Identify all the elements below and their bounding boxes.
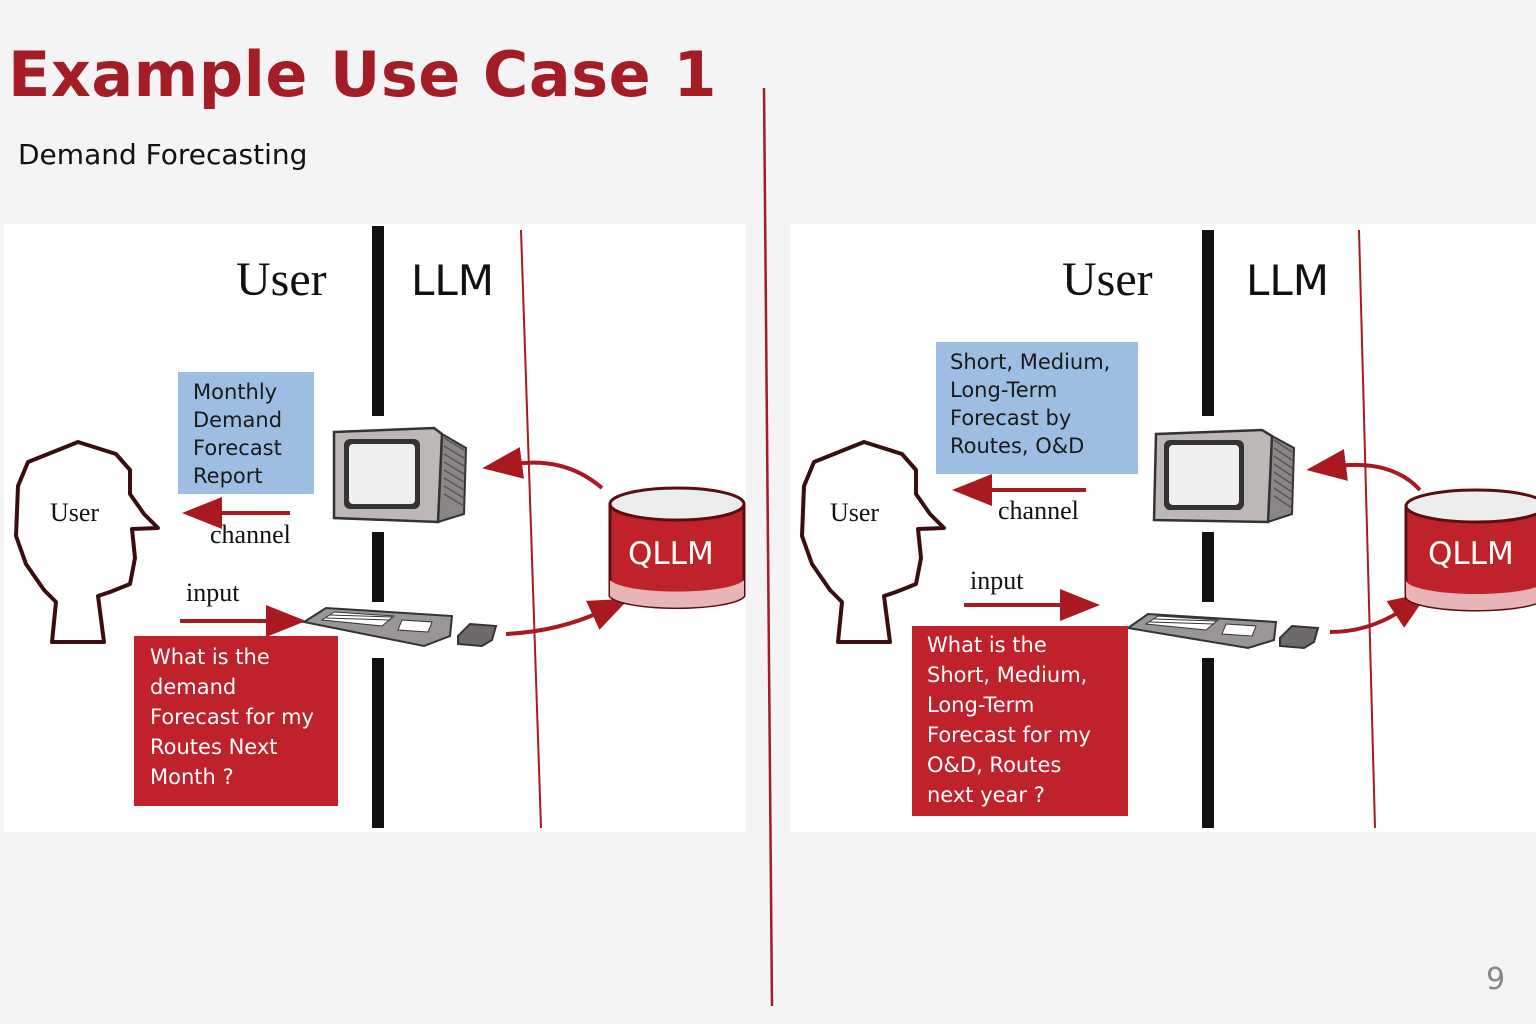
channel-label: channel [210, 520, 291, 549]
output-line: Routes, O&D [950, 434, 1085, 458]
query-line: O&D, Routes [927, 753, 1062, 777]
user-label: User [50, 498, 100, 527]
query-line: Short, Medium, [927, 663, 1088, 687]
db-to-monitor-arrow [1306, 449, 1422, 492]
database-label: QLLM [628, 536, 714, 572]
keyboard-to-db-arrow [505, 598, 630, 636]
database-icon [608, 486, 746, 610]
output-line: Demand [193, 408, 283, 432]
user-label: User [830, 498, 880, 527]
query-line: demand [150, 675, 237, 699]
database-icon [1404, 488, 1536, 612]
query-line: Routes Next [150, 735, 278, 759]
output-report-box: Monthly Demand Forecast Report [178, 372, 314, 494]
db-to-monitor-arrow [482, 447, 604, 490]
keyboard-to-db-arrow [1329, 592, 1429, 634]
output-line: Monthly [193, 380, 278, 404]
monitor-icon [332, 426, 468, 524]
output-line: Forecast by [950, 406, 1072, 430]
diagram-panel-multi-term: User LLM User Short, Medium, Long-Term F… [790, 224, 1536, 832]
user-head-icon [14, 440, 160, 644]
monitor-icon [1152, 428, 1296, 524]
keyboard-icon [301, 606, 454, 648]
llm-boundary-line [520, 229, 542, 829]
query-line: What is the [927, 633, 1047, 657]
query-box: What is the demand Forecast for my Route… [134, 636, 338, 806]
header-user: User [236, 253, 327, 306]
slide-title: Example Use Case 1 [8, 38, 717, 111]
input-label: input [186, 578, 240, 607]
output-line: Long-Term [950, 378, 1058, 402]
keyboard-icon [1125, 612, 1278, 650]
database-label: QLLM [1428, 536, 1514, 572]
header-user: User [1062, 253, 1153, 306]
slide-subtitle: Demand Forecasting [18, 138, 308, 171]
user-head-icon [800, 440, 946, 644]
llm-boundary-line [1358, 229, 1376, 829]
query-line: next year ? [927, 783, 1045, 807]
channel-label: channel [998, 496, 1079, 525]
output-line: Forecast [193, 436, 282, 460]
query-line: What is the [150, 645, 270, 669]
output-line: Short, Medium, [950, 350, 1111, 374]
panel-graphics [800, 229, 1536, 829]
input-label: input [970, 566, 1024, 595]
query-box: What is the Short, Medium, Long-Term For… [912, 626, 1128, 816]
diagram-panel-monthly: User LLM User Monthly Demand Forecast Re… [4, 224, 746, 832]
header-llm: LLM [1246, 256, 1330, 305]
output-line: Report [193, 464, 263, 488]
mouse-icon [1279, 624, 1320, 650]
query-line: Month ? [150, 765, 234, 789]
query-line: Forecast for my [927, 723, 1091, 747]
mouse-icon [457, 622, 498, 648]
user-llm-boundary [372, 226, 384, 828]
query-line: Forecast for my [150, 705, 314, 729]
page-number: 9 [1486, 962, 1506, 997]
query-line: Long-Term [927, 693, 1035, 717]
panel-graphics [14, 226, 746, 829]
user-llm-boundary [1202, 230, 1214, 828]
header-llm: LLM [411, 256, 495, 305]
output-report-box: Short, Medium, Long-Term Forecast by Rou… [936, 342, 1138, 474]
